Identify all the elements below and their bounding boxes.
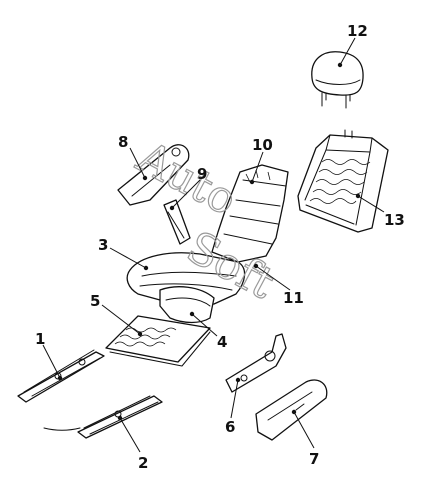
- callout-1: 1: [35, 330, 45, 348]
- part-1-seat-rail: [17, 349, 105, 403]
- callout-13: 13: [384, 211, 405, 229]
- part-8-hinge-cover: [117, 144, 190, 206]
- callout-3: 3: [98, 236, 108, 254]
- part-4-seat-cushion-pad: [159, 286, 215, 324]
- part-12-headrest: [311, 51, 364, 109]
- part-3-seat-cushion-cover: [126, 252, 246, 306]
- callout-8: 8: [118, 133, 128, 151]
- callout-4: 4: [217, 333, 227, 351]
- part-6-recliner-mechanism: [225, 333, 287, 393]
- part-5-seat-pan: [105, 315, 211, 367]
- part-10-backrest-cushion: [211, 164, 289, 263]
- callout-5: 5: [90, 292, 100, 310]
- callout-labels: 12 13 10 8 9 3 11 4 5 1 2 6 7: [35, 22, 405, 472]
- callout-7: 7: [309, 450, 319, 468]
- callout-11: 11: [283, 289, 304, 307]
- callout-12: 12: [347, 22, 368, 40]
- leader-lines: [42, 37, 385, 453]
- part-7-recliner-cover: [255, 379, 328, 441]
- callout-6: 6: [225, 418, 235, 436]
- callout-10: 10: [252, 136, 273, 154]
- callout-9: 9: [197, 165, 207, 183]
- part-9-hinge-link: [163, 199, 191, 245]
- part-13-seat-back-frame: [297, 129, 389, 233]
- part-2-seat-rail-cable: [43, 395, 163, 439]
- callout-2: 2: [138, 454, 148, 472]
